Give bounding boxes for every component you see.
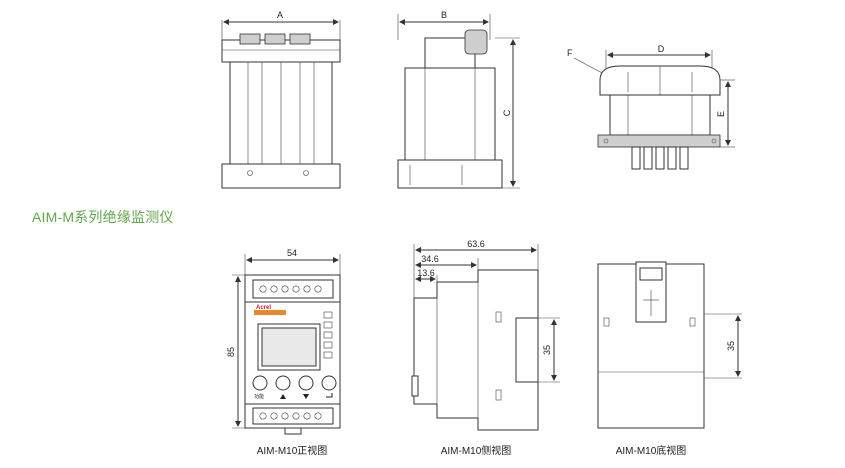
side-view-drawing: 63.6 34.6 13.6 35 AIM-M10侧视图 xyxy=(411,239,560,457)
transformer-side-drawing: B C xyxy=(397,10,520,189)
transformer-top-drawing: D F E xyxy=(567,44,735,170)
side-dim-total: 63.6 xyxy=(467,239,485,249)
dim-label-d: D xyxy=(658,44,665,54)
function-button[interactable] xyxy=(252,375,268,391)
dim-label-a: A xyxy=(277,10,283,20)
function-button-label: 功能 xyxy=(254,393,264,400)
front-view-caption: AIM-M10正视图 xyxy=(257,444,328,457)
dim-label-f: F xyxy=(567,48,573,58)
section-title: AIM-M系列绝缘监测仪 xyxy=(32,209,174,225)
dim-label-e: E xyxy=(716,111,726,117)
bottom-view-caption: AIM-M10底视图 xyxy=(616,444,687,457)
enter-icon xyxy=(326,393,333,398)
down-button[interactable] xyxy=(298,375,314,391)
down-arrow-icon xyxy=(303,394,309,399)
side-dim-small: 13.6 xyxy=(417,268,435,278)
front-dim-width: 54 xyxy=(287,248,297,258)
dim-label-c: C xyxy=(502,109,512,116)
bottom-view-drawing: 35 AIM-M10底视图 xyxy=(597,261,742,457)
front-dim-height: 85 xyxy=(226,347,236,357)
front-view-drawing: 54 85 Acrel 功能 xyxy=(226,248,341,457)
side-dim-rail: 35 xyxy=(542,345,552,355)
transformer-front-drawing: A xyxy=(221,10,341,189)
up-button[interactable] xyxy=(275,375,291,391)
side-view-caption: AIM-M10侧视图 xyxy=(441,444,512,457)
brand-logo: Acrel xyxy=(256,305,271,311)
up-arrow-icon xyxy=(280,394,286,399)
side-dim-mid: 34.6 xyxy=(421,254,439,264)
enter-button[interactable] xyxy=(321,375,337,391)
bottom-dim-rail: 35 xyxy=(726,341,736,351)
dim-label-b: B xyxy=(441,10,447,20)
